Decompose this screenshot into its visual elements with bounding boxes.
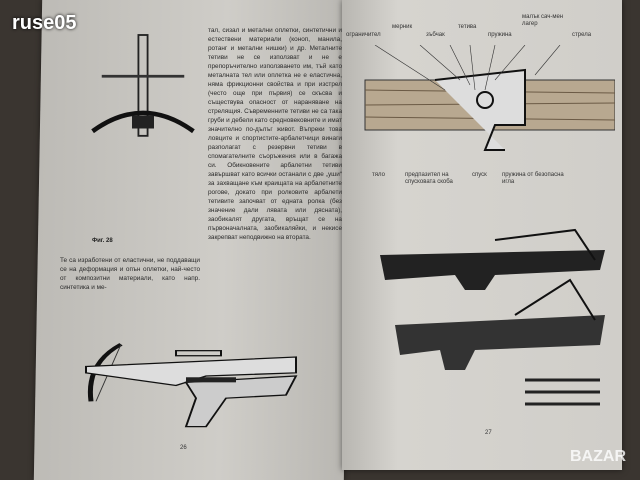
label-sight: мерник — [392, 24, 413, 30]
label-body: тяло — [372, 172, 385, 178]
label-string: тетива — [458, 24, 477, 30]
label-spring: пружина — [488, 32, 512, 38]
label-limiter: ограничител — [346, 32, 381, 38]
text-column-right: тал, сизал и метални оплетки, синтетични… — [208, 27, 342, 241]
label-arrow: стрела — [572, 32, 592, 38]
label-trigger: спуск — [472, 172, 487, 178]
label-safety-spring: пружина от безопасна игла — [502, 172, 564, 185]
figure-caption: Фиг. 28 — [92, 238, 113, 244]
crossbow-photos — [380, 228, 605, 406]
watermark: ruse05 — [12, 12, 77, 34]
label-gear: зъбчак — [426, 32, 445, 38]
text-column-left: Те са изработени от еластични, не поддав… — [60, 257, 200, 291]
page-number-left: 26 — [180, 445, 187, 451]
figure-28-crossbow-top-view — [91, 34, 195, 137]
trigger-mechanism-diagram — [364, 45, 615, 151]
crossbow-illustrations — [85, 343, 298, 428]
label-trigger-guard: предпазител на спусковата скоба — [405, 172, 453, 185]
label-bearing: малък сач-мен лагер — [522, 14, 564, 27]
bazar-logo: BAZAR — [570, 448, 626, 465]
page-number-right: 27 — [485, 430, 492, 436]
